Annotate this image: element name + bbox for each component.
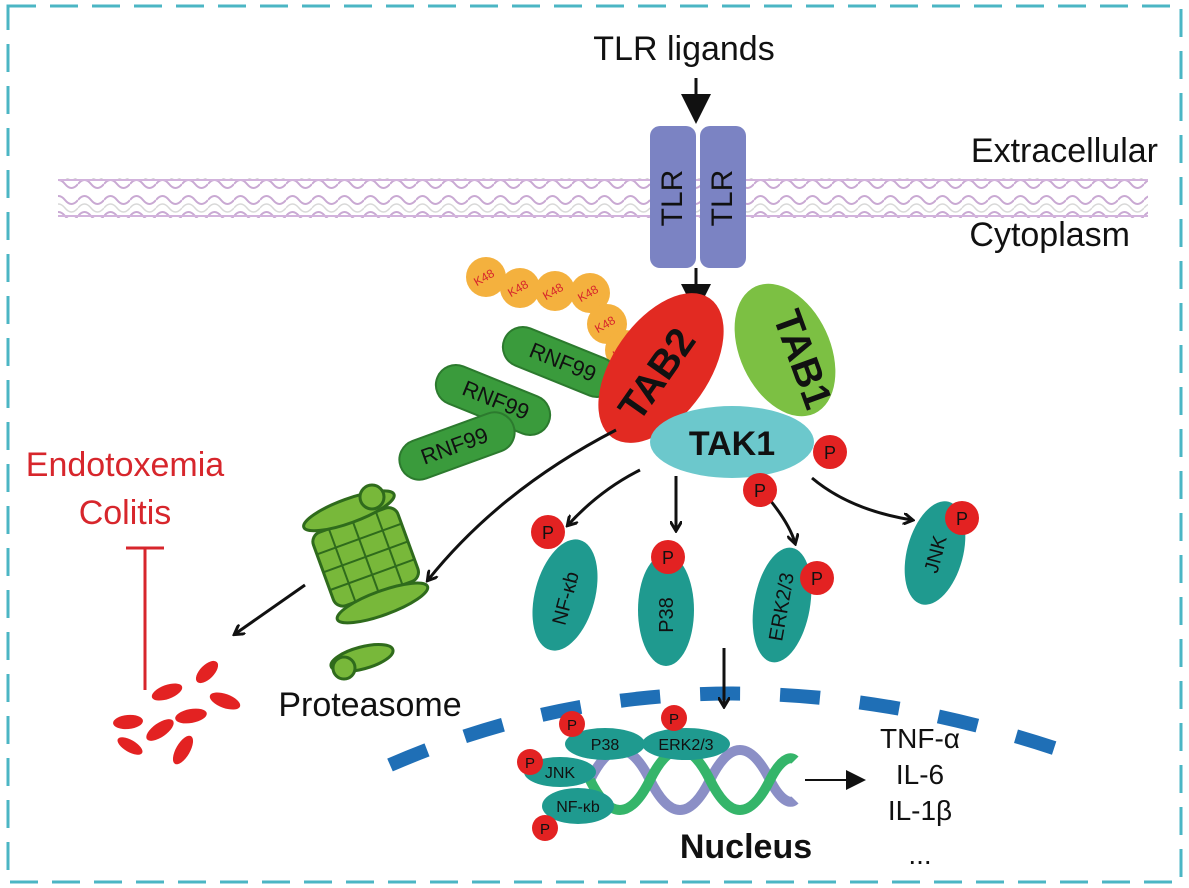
cytokine-more: ... <box>908 839 931 870</box>
proteasome-label: Proteasome <box>278 686 461 724</box>
nuclear-membrane <box>387 686 1063 772</box>
nuclear-nfkb-phospho: P <box>532 815 558 841</box>
erk-phospho-upper: P <box>743 473 777 507</box>
rnf99-3: RNF99 <box>398 411 516 481</box>
phospho-label: P <box>669 711 679 728</box>
cytokine-tnf: TNF-α <box>880 723 960 754</box>
phospho-label: P <box>525 755 535 772</box>
endotoxemia-label: Endotoxemia <box>26 446 225 484</box>
tab2-to-proteasome-arrow <box>428 428 617 580</box>
tak1: TAK1 <box>650 406 814 478</box>
nucleus-label: Nucleus <box>680 828 812 866</box>
cytokine-il6: IL-6 <box>896 759 944 790</box>
phospho-label: P <box>754 481 766 501</box>
cell-membrane <box>58 178 1148 218</box>
nuclear-nfkb: NF-κb <box>542 788 614 824</box>
tlr-receptor-right: TLR <box>700 126 746 268</box>
nuclear-erk-phospho: P <box>661 705 687 731</box>
phospho-label: P <box>540 821 550 838</box>
erk-kinase: ERK2/3 <box>752 547 812 663</box>
p38-label: P38 <box>656 597 678 633</box>
jnk-phospho: P <box>945 501 979 535</box>
tak1-to-nfkb-arrow <box>568 468 641 525</box>
nfkb-kinase: NF-κb <box>532 539 598 651</box>
phospho-label: P <box>824 443 836 463</box>
tlr-receptor-left: TLR <box>650 126 696 268</box>
nuclear-erk-label: ERK2/3 <box>658 737 713 754</box>
nfkb-phospho: P <box>531 515 565 549</box>
phospho-label: P <box>956 509 968 529</box>
nuclear-p38-phospho: P <box>559 711 585 737</box>
proteasome <box>302 483 430 681</box>
proteasome-degradation-arrow <box>235 583 306 634</box>
phospho-label: P <box>542 523 554 543</box>
phospho-label: P <box>567 717 577 734</box>
nuclear-p38-label: P38 <box>591 737 620 754</box>
nuclear-erk: ERK2/3 <box>642 728 730 760</box>
nuclear-p38: P38 <box>565 728 645 760</box>
cytoplasm-label: Cytoplasm <box>969 216 1130 254</box>
erk-phospho: P <box>800 561 834 595</box>
nuclear-nfkb-label: NF-κb <box>556 799 600 816</box>
nuclear-jnk-label: JNK <box>545 765 576 782</box>
nuclear-jnk-phospho: P <box>517 749 543 775</box>
phospho-label: P <box>662 548 674 568</box>
tlr-label-right: TLR <box>706 170 739 227</box>
inhibition-line <box>126 546 164 690</box>
degraded-fragments <box>113 660 241 765</box>
tak1-phospho: P <box>813 435 847 469</box>
dashed-border <box>6 4 1183 884</box>
tlr-label-left: TLR <box>656 170 689 227</box>
tlr-ligands-label: TLR ligands <box>593 30 774 68</box>
tak1-to-jnk-arrow <box>811 476 912 520</box>
tab2: TAB2 <box>598 293 724 443</box>
tak1-label: TAK1 <box>689 425 775 463</box>
p38-phospho: P <box>651 540 685 574</box>
cytokine-il1b: IL-1β <box>888 795 952 826</box>
extracellular-label: Extracellular <box>971 132 1158 170</box>
colitis-label: Colitis <box>79 494 172 532</box>
phospho-label: P <box>811 569 823 589</box>
p38-kinase: P38 <box>638 554 694 666</box>
tak1-to-erk-arrow <box>768 499 795 543</box>
